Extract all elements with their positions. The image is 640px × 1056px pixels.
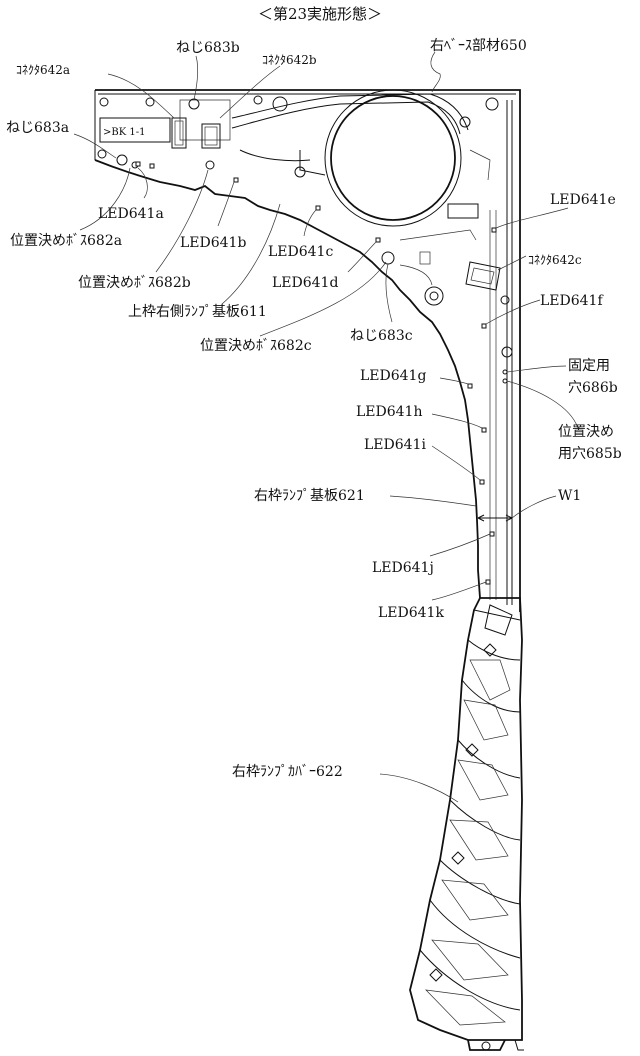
led-641d-mark [376,238,380,242]
label-fix-hole-line2: 穴686b [568,380,618,396]
label-screw-683c: ねじ683c [350,328,413,344]
screw-683a-shape [117,155,127,165]
led-641c-mark [316,206,320,210]
label-led-641k: LED641k [378,605,444,621]
label-led-641c: LED641c [268,244,333,260]
figure-title: ＜第23実施形態＞ [258,5,382,23]
boss-682b-shape [206,161,214,169]
label-screw-683a: ねじ683a [6,120,69,136]
label-right-base-650: 右ﾍﾞｰｽ部材650 [430,38,527,54]
label-board-621: 右枠ﾗﾝﾌﾟ基板621 [254,487,365,504]
led-641k-mark [486,580,490,584]
callout-labels: ねじ683b ｺﾈｸﾀ642b 右ﾍﾞｰｽ部材650 ｺﾈｸﾀ642a ねじ68… [6,38,622,780]
led-641g-mark [468,384,472,388]
led-641a-mark [136,162,140,166]
label-led-641a: LED641a [98,206,164,222]
led-641i-mark [480,480,484,484]
label-screw-683b: ねじ683b [176,40,240,56]
led-641b-mark [234,178,238,182]
led-markers [136,162,507,584]
label-connector-642a: ｺﾈｸﾀ642a [16,63,70,77]
label-w1: W1 [558,488,581,504]
label-fix-hole-line1: 固定用 [568,358,610,374]
label-connector-642b: ｺﾈｸﾀ642b [262,53,317,67]
svg-text:>BK 1-1: >BK 1-1 [103,127,145,138]
label-pos-hole-line1: 位置決め [558,424,614,440]
label-pos-hole-line2: 用穴685b [558,446,622,462]
label-led-641b: LED641b [180,235,246,251]
w1-dimension [478,515,512,521]
label-led-641d: LED641d [272,275,338,291]
led-641j-mark [490,532,494,536]
label-led-641h: LED641h [356,404,422,420]
connector-642a-shape [172,118,186,148]
led-641f-mark [482,324,486,328]
label-boss-682c: 位置決めﾎﾞｽ682c [200,338,312,354]
label-boss-682a: 位置決めﾎﾞｽ682a [10,233,122,249]
label-led-641j: LED641j [372,560,434,576]
label-cover-622: 右枠ﾗﾝﾌﾟｶﾊﾞｰ622 [232,764,343,780]
connector-642c-shape [466,262,500,290]
label-led-641f: LED641f [540,293,604,309]
led-641e-mark [492,228,496,232]
label-connector-642c: ｺﾈｸﾀ642c [528,253,582,267]
led-641h-mark [482,428,486,432]
right-frame-lamp-cover-622 [410,598,524,1050]
screw-683b-shape [189,99,199,109]
label-boss-682b: 位置決めﾎﾞｽ682b [78,275,191,291]
label-led-641i: LED641i [364,437,426,453]
label-board-611: 上枠右側ﾗﾝﾌﾟ基板611 [128,303,267,320]
screw-683c-shape [382,252,394,264]
label-led-641g: LED641g [360,368,426,384]
label-led-641e: LED641e [550,192,616,208]
